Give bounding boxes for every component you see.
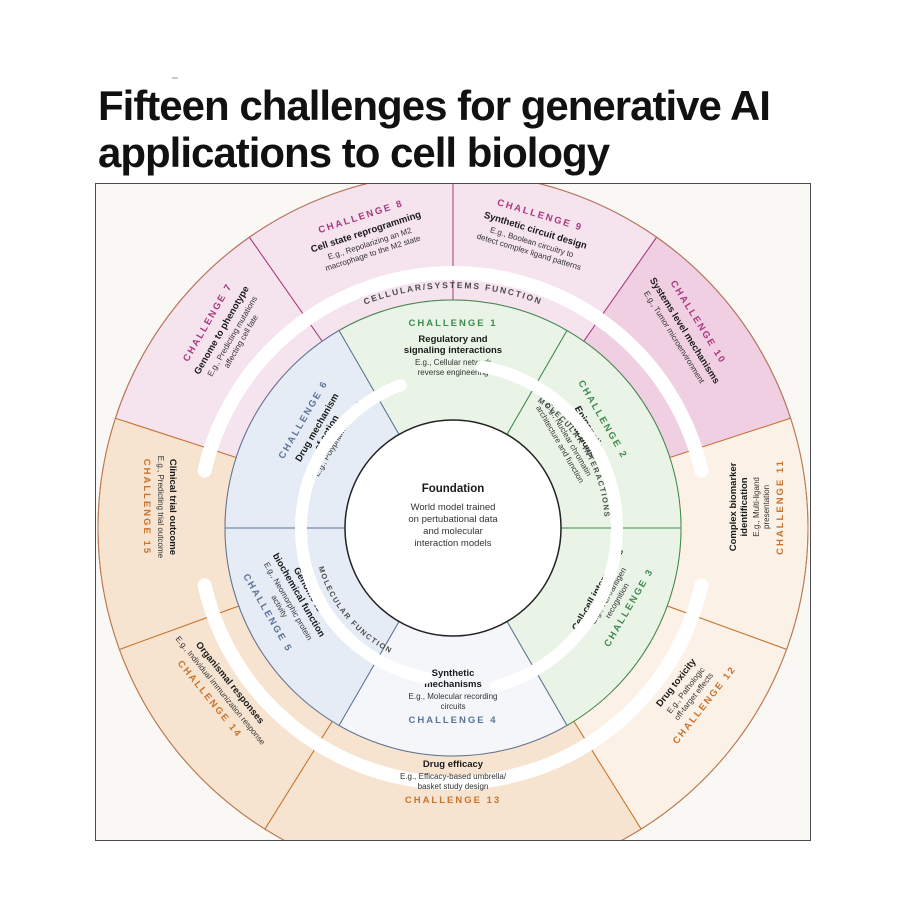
foundation-heading: Foundation xyxy=(422,483,485,495)
challenge-4-title: Synthetic xyxy=(432,668,475,679)
foundation-circle xyxy=(344,419,562,637)
outer-ring-border xyxy=(97,184,809,840)
page-title: Fifteen challenges for generative AI app… xyxy=(98,82,771,176)
challenge-1-example: E.g., Cellular network xyxy=(415,358,492,367)
challenge-wheel: CELLULAR/SYSTEMS FUNCTIONTRANSLATIONCHAL… xyxy=(97,184,809,840)
challenge-4-label: CHALLENGE 4 xyxy=(408,715,497,726)
foundation-description: and molecular xyxy=(423,526,483,537)
challenge-11-label: CHALLENGE 11 xyxy=(775,459,786,555)
challenge-1-example: reverse engineering xyxy=(418,368,489,377)
challenge-1-title: signaling interactions xyxy=(404,345,502,356)
challenge-1-label: CHALLENGE 1 xyxy=(408,318,497,329)
challenge-15-title: Clinical trial outcome xyxy=(167,459,178,555)
challenge-4-example: circuits xyxy=(441,702,466,711)
foundation-description: on pertubational data xyxy=(408,514,498,525)
challenge-11-example: E.g., Multi-ligand xyxy=(752,477,761,537)
challenge-13-example: E.g., Efficacy-based umbrella/ xyxy=(400,772,507,781)
title-line-1: Fifteen challenges for generative AI xyxy=(98,82,771,129)
translation-track xyxy=(197,578,709,790)
challenge-13-example: basket study design xyxy=(418,782,489,791)
outer-ring: CELLULAR/SYSTEMS FUNCTIONTRANSLATIONCHAL… xyxy=(97,184,809,840)
challenge-13-label: CHALLENGE 13 xyxy=(405,795,501,806)
decorative-dash xyxy=(172,77,178,79)
challenge-11-title: Complex biomarker xyxy=(728,462,739,551)
cellular-track xyxy=(197,266,709,478)
challenge-1-title: Regulatory and xyxy=(418,334,487,345)
foundation-description: World model trained xyxy=(411,502,496,513)
diagram-frame: CELLULAR/SYSTEMS FUNCTIONTRANSLATIONCHAL… xyxy=(95,183,811,841)
challenge-11-title: identification xyxy=(739,477,750,536)
molecular-function-track xyxy=(295,379,433,684)
challenge-15-example: E.g., Predicting trial outcome xyxy=(156,456,165,559)
challenge-11-example: presentation xyxy=(762,485,771,529)
challenge-15-label: CHALLENGE 15 xyxy=(141,459,152,555)
challenge-13-title: Drug efficacy xyxy=(423,759,484,770)
challenge-4-example: E.g., Molecular recording xyxy=(409,692,498,701)
foundation-description: interaction models xyxy=(414,538,491,549)
title-line-2: applications to cell biology xyxy=(98,129,610,176)
challenge-4-title: mechanisms xyxy=(424,679,482,690)
molecular-interactions-track xyxy=(475,360,623,693)
